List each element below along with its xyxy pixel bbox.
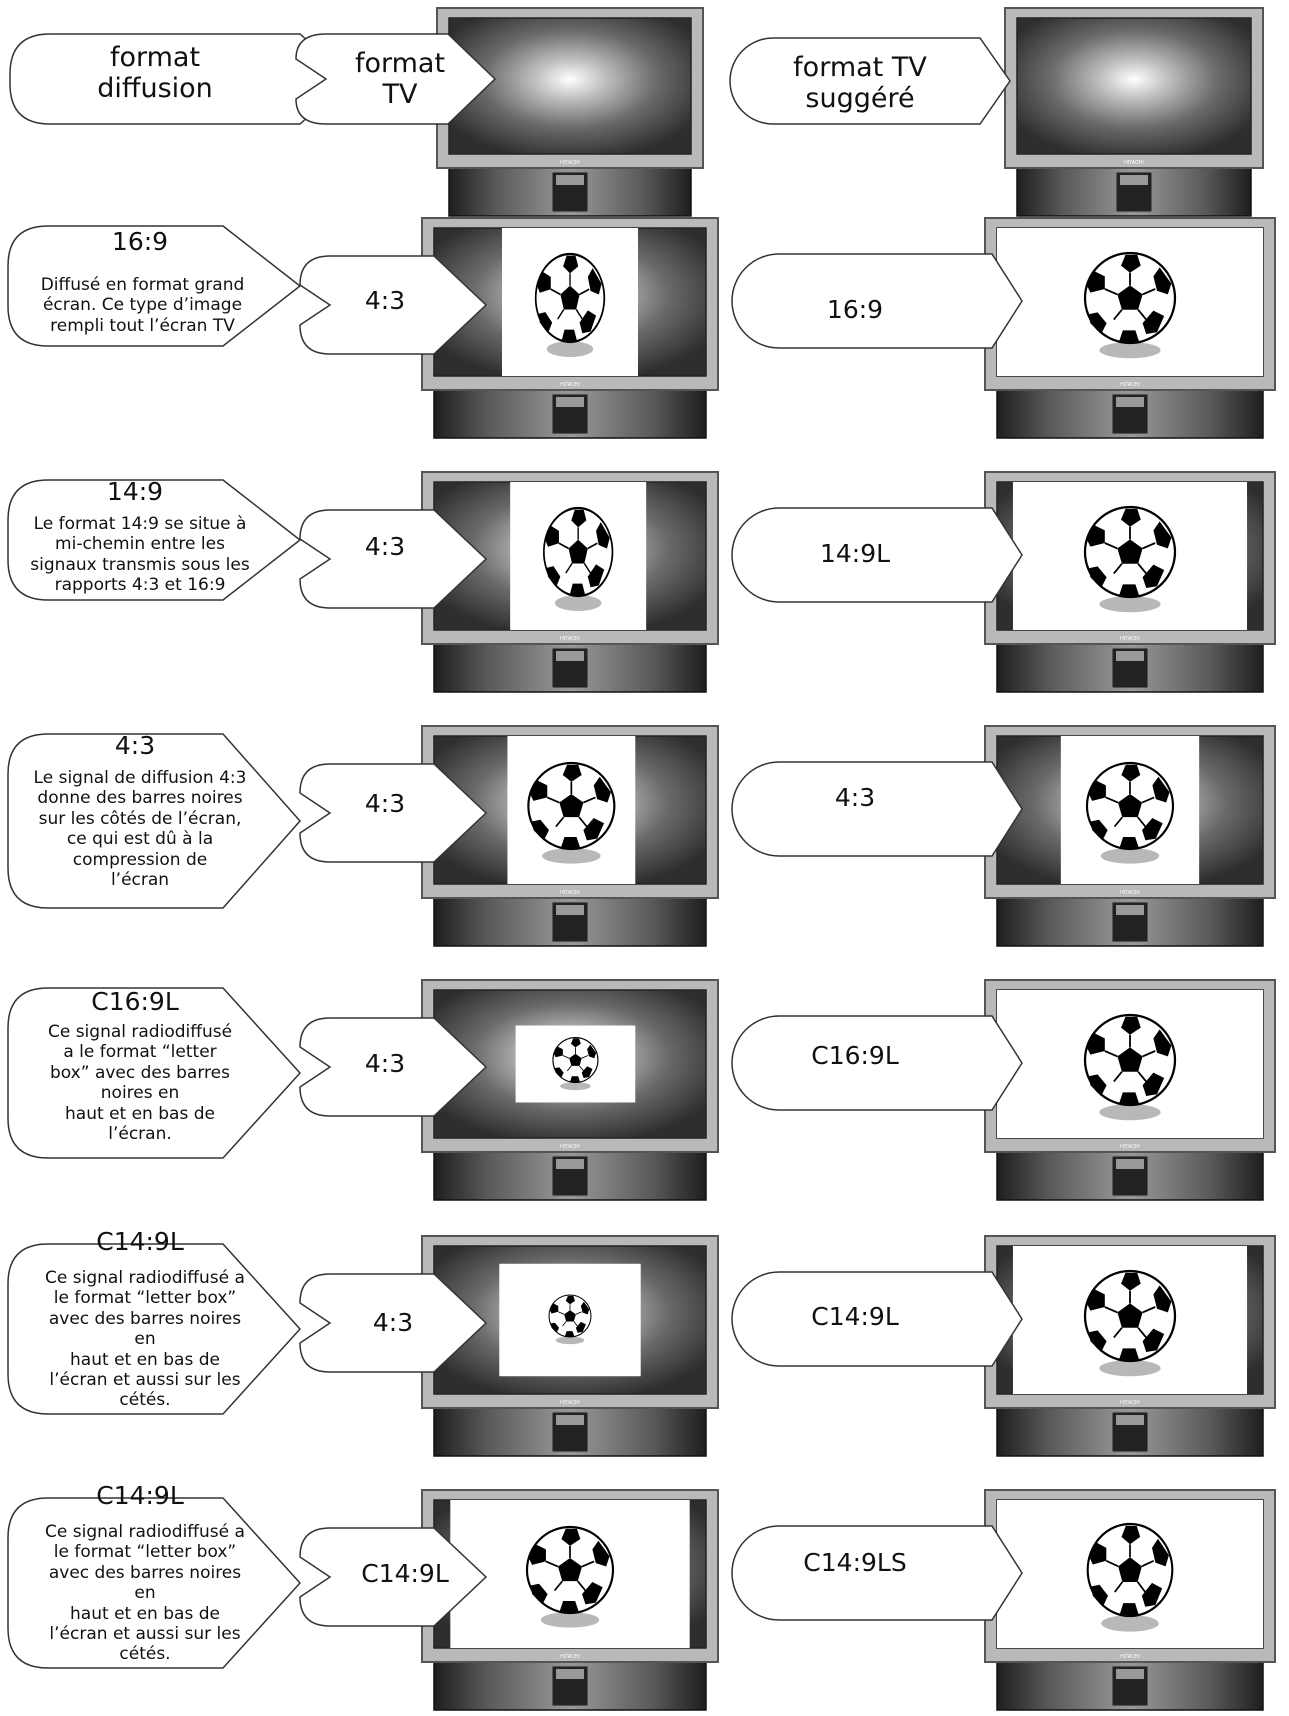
- tv-set: HITACHI: [984, 979, 1276, 1201]
- broadcast-description: Ce signal radiodiffusé a le format “lett…: [47, 1022, 233, 1144]
- tv-stand-panel: [556, 1415, 584, 1425]
- broadcast-bubble: [7, 479, 302, 601]
- tv-format-label: 4:3: [364, 286, 406, 315]
- tv-brand: HITACHI: [1120, 636, 1140, 642]
- suggested-format-bubble: [731, 507, 1023, 603]
- tv-brand: HITACHI: [1120, 1654, 1140, 1660]
- tv-set: HITACHI: [984, 725, 1276, 947]
- broadcast-title: 4:3: [114, 731, 156, 760]
- broadcast-description: Diffusé en format grand écran. Ce type d…: [40, 275, 245, 336]
- tv-brand: HITACHI: [560, 890, 580, 896]
- broadcast-bubble: [7, 225, 302, 347]
- broadcast-title: 14:9: [106, 477, 164, 506]
- broadcast-description: Ce signal radiodiffusé a le format “lett…: [45, 1522, 245, 1665]
- broadcast-bubble: [7, 733, 302, 909]
- tv-brand: HITACHI: [1124, 160, 1144, 166]
- tv-stand-panel: [556, 1159, 584, 1169]
- broadcast-description: Le signal de diffusion 4:3 donne des bar…: [33, 768, 247, 890]
- tv-format-label: 4:3: [364, 532, 406, 561]
- tv-set: HITACHI: [421, 979, 719, 1201]
- tv-brand: HITACHI: [560, 1400, 580, 1406]
- tv-screen: [1016, 17, 1252, 155]
- suggested-format-bubble: [731, 1525, 1023, 1621]
- suggested-format-label: C14:9L: [811, 1302, 899, 1331]
- tv-set: HITACHI: [1004, 7, 1264, 217]
- tv-set: HITACHI: [436, 7, 704, 217]
- tv-brand: HITACHI: [1120, 890, 1140, 896]
- tv-stand-panel: [1116, 651, 1144, 661]
- tv-stand-panel: [556, 397, 584, 407]
- broadcast-title: 16:9: [111, 227, 169, 256]
- suggested-format-label: C14:9LS: [803, 1548, 907, 1577]
- suggested-format-bubble: [731, 1015, 1023, 1111]
- tv-format-label: 4:3: [364, 789, 406, 818]
- tv-set: HITACHI: [984, 471, 1276, 693]
- tv-format-header: format TV: [354, 48, 446, 111]
- tv-set: HITACHI: [421, 725, 719, 947]
- tv-brand: HITACHI: [560, 382, 580, 388]
- tv-stand-panel: [1116, 1159, 1144, 1169]
- tv-stand-panel: [1116, 1415, 1144, 1425]
- tv-set: HITACHI: [984, 1235, 1276, 1457]
- broadcast-bubble: [7, 987, 302, 1159]
- tv-brand: HITACHI: [560, 1144, 580, 1150]
- tv-brand: HITACHI: [560, 636, 580, 642]
- tv-format-bubble: [299, 255, 488, 355]
- broadcast-header-bubble: [9, 33, 352, 125]
- tv-stand-panel: [556, 651, 584, 661]
- broadcast-bubble: [7, 1497, 302, 1669]
- suggested-format-header: format TV suggéré: [793, 52, 927, 115]
- tv-set: HITACHI: [421, 1489, 719, 1711]
- broadcast-format-header: format diffusion: [97, 42, 213, 105]
- suggested-format-label: C16:9L: [811, 1041, 899, 1070]
- tv-format-bubble: [299, 509, 488, 609]
- tv-stand-panel: [556, 175, 584, 185]
- tv-stand-panel: [556, 905, 584, 915]
- suggested-format-label: 16:9: [826, 295, 884, 324]
- tv-stand-panel: [1116, 1669, 1144, 1679]
- tv-stand-panel: [1120, 175, 1148, 185]
- tv-stand-panel: [1116, 905, 1144, 915]
- tv-brand: HITACHI: [1120, 1400, 1140, 1406]
- tv-format-bubble: [299, 763, 488, 863]
- suggested-format-bubble: [731, 1271, 1023, 1367]
- broadcast-title: C16:9L: [91, 987, 179, 1016]
- tv-stand-panel: [556, 1669, 584, 1679]
- tv-format-bubble: [299, 1273, 488, 1373]
- broadcast-bubble: [7, 1243, 302, 1415]
- tv-format-label: 4:3: [364, 1049, 406, 1078]
- tv-set: HITACHI: [421, 217, 719, 439]
- broadcast-description: Ce signal radiodiffusé a le format “lett…: [45, 1268, 245, 1411]
- broadcast-title: C14:9L: [96, 1227, 184, 1256]
- tv-set: HITACHI: [984, 217, 1276, 439]
- tv-screen: [448, 17, 692, 155]
- suggested-header-bubble: [729, 37, 1011, 125]
- tv-stand-panel: [1116, 397, 1144, 407]
- broadcast-title: C14:9L: [96, 1481, 184, 1510]
- tv-format-label: 4:3: [372, 1308, 414, 1337]
- tv-header-bubble: [295, 33, 497, 125]
- tv-set: HITACHI: [421, 471, 719, 693]
- tv-brand: HITACHI: [1120, 1144, 1140, 1150]
- broadcast-description: Le format 14:9 se situe à mi-chemin entr…: [30, 514, 250, 596]
- suggested-format-bubble: [731, 761, 1023, 857]
- tv-set: HITACHI: [984, 1489, 1276, 1711]
- tv-set: HITACHI: [421, 1235, 719, 1457]
- tv-format-bubble: [299, 1527, 488, 1627]
- suggested-format-bubble: [731, 253, 1023, 349]
- tv-brand: HITACHI: [560, 1654, 580, 1660]
- tv-brand: HITACHI: [1120, 382, 1140, 388]
- suggested-format-label: 4:3: [834, 783, 876, 812]
- tv-brand: HITACHI: [560, 160, 580, 166]
- tv-format-label: C14:9L: [361, 1559, 449, 1588]
- suggested-format-label: 14:9L: [819, 539, 891, 568]
- tv-format-bubble: [299, 1017, 488, 1117]
